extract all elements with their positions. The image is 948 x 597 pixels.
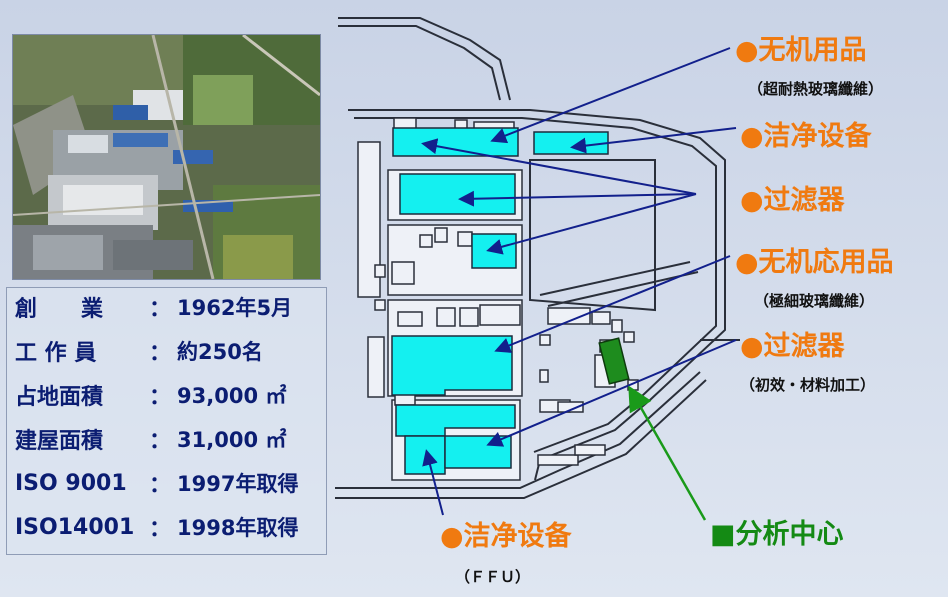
info-row-building-area: 建屋面積 ： 31,000 ㎡ (15, 422, 286, 456)
label-filter-2-sub: （初效・材料加工） (740, 376, 876, 394)
label-inorganic-products-sub: （超耐熱玻璃纖維） (748, 80, 884, 98)
info-separator: ： (149, 297, 172, 322)
label-filter-1: ●过滤器 (740, 185, 845, 216)
arrow-clean-bottom (422, 449, 444, 516)
info-row-employees: 工 作 員 ： 約250名 (15, 334, 263, 368)
info-key: 建屋面積 (15, 429, 104, 454)
label-analysis-center: ■分析中心 (710, 519, 844, 550)
info-separator: ： (149, 517, 172, 542)
arrow-analysis-center (628, 385, 707, 521)
building-clean-mid (395, 404, 516, 437)
aerial-photo-image (13, 35, 320, 279)
arrow-inorganic (490, 47, 731, 144)
label-clean-equipment-bottom: ●洁净设备 (440, 521, 572, 552)
building-filter-b (471, 233, 517, 269)
arrow-filter-2 (486, 339, 737, 447)
info-key: 創 業 (15, 297, 104, 322)
arrow-filter-1c (486, 193, 697, 255)
info-separator: ： (149, 429, 172, 454)
info-key: ISO 9001 (15, 470, 127, 496)
arrow-filter-1b (458, 190, 697, 207)
building-inorganic-applied (391, 335, 513, 396)
info-row-iso9001: ISO 9001 ： 1997年取得 (15, 466, 298, 500)
building-ffu-a (404, 435, 446, 475)
arrow-filter-1a (421, 138, 697, 195)
label-inorganic-applied: ●无机応用品 (735, 247, 894, 278)
info-row-site-area: 占地面積 ： 93,000 ㎡ (15, 378, 286, 412)
building-ffu-b (444, 435, 512, 469)
label-filter-2: ●过滤器 (740, 331, 845, 362)
info-value: 93,000 ㎡ (177, 384, 287, 408)
label-inorganic-applied-sub: （極細玻璃纖維） (754, 292, 875, 310)
info-key: ISO14001 (15, 514, 135, 540)
info-row-iso14001: ISO14001 ： 1998年取得 (15, 510, 298, 544)
info-key: 占地面積 (15, 385, 104, 410)
info-value: 1962年5月 (177, 296, 293, 320)
info-separator: ： (149, 473, 172, 498)
building-filter-a (399, 173, 516, 215)
analysis-center-building (598, 337, 630, 385)
arrow-inorganic-applied (494, 255, 731, 353)
info-key: 工 作 員 (15, 341, 97, 366)
info-value: 31,000 ㎡ (177, 428, 287, 452)
info-value: 1997年取得 (177, 472, 299, 496)
label-inorganic-products: ●无机用品 (735, 35, 867, 66)
building-clean-top (533, 131, 609, 155)
info-row-founded: 創 業 ： 1962年5月 (15, 290, 292, 324)
info-separator: ： (149, 385, 172, 410)
info-value: 約250名 (177, 340, 263, 364)
label-clean-equipment-top: ●洁净设备 (740, 121, 872, 152)
aerial-photo (12, 34, 321, 280)
info-value: 1998年取得 (177, 516, 299, 540)
info-separator: ： (149, 341, 172, 366)
connector-arrows (421, 47, 737, 516)
building-inorganic (392, 127, 519, 157)
arrow-clean-top (570, 127, 737, 154)
facility-info-table: 創 業 ： 1962年5月 工 作 員 ： 約250名 占地面積 ： 93,00… (6, 287, 327, 555)
label-clean-equipment-bottom-sub: （ＦＦＵ） (455, 568, 531, 586)
